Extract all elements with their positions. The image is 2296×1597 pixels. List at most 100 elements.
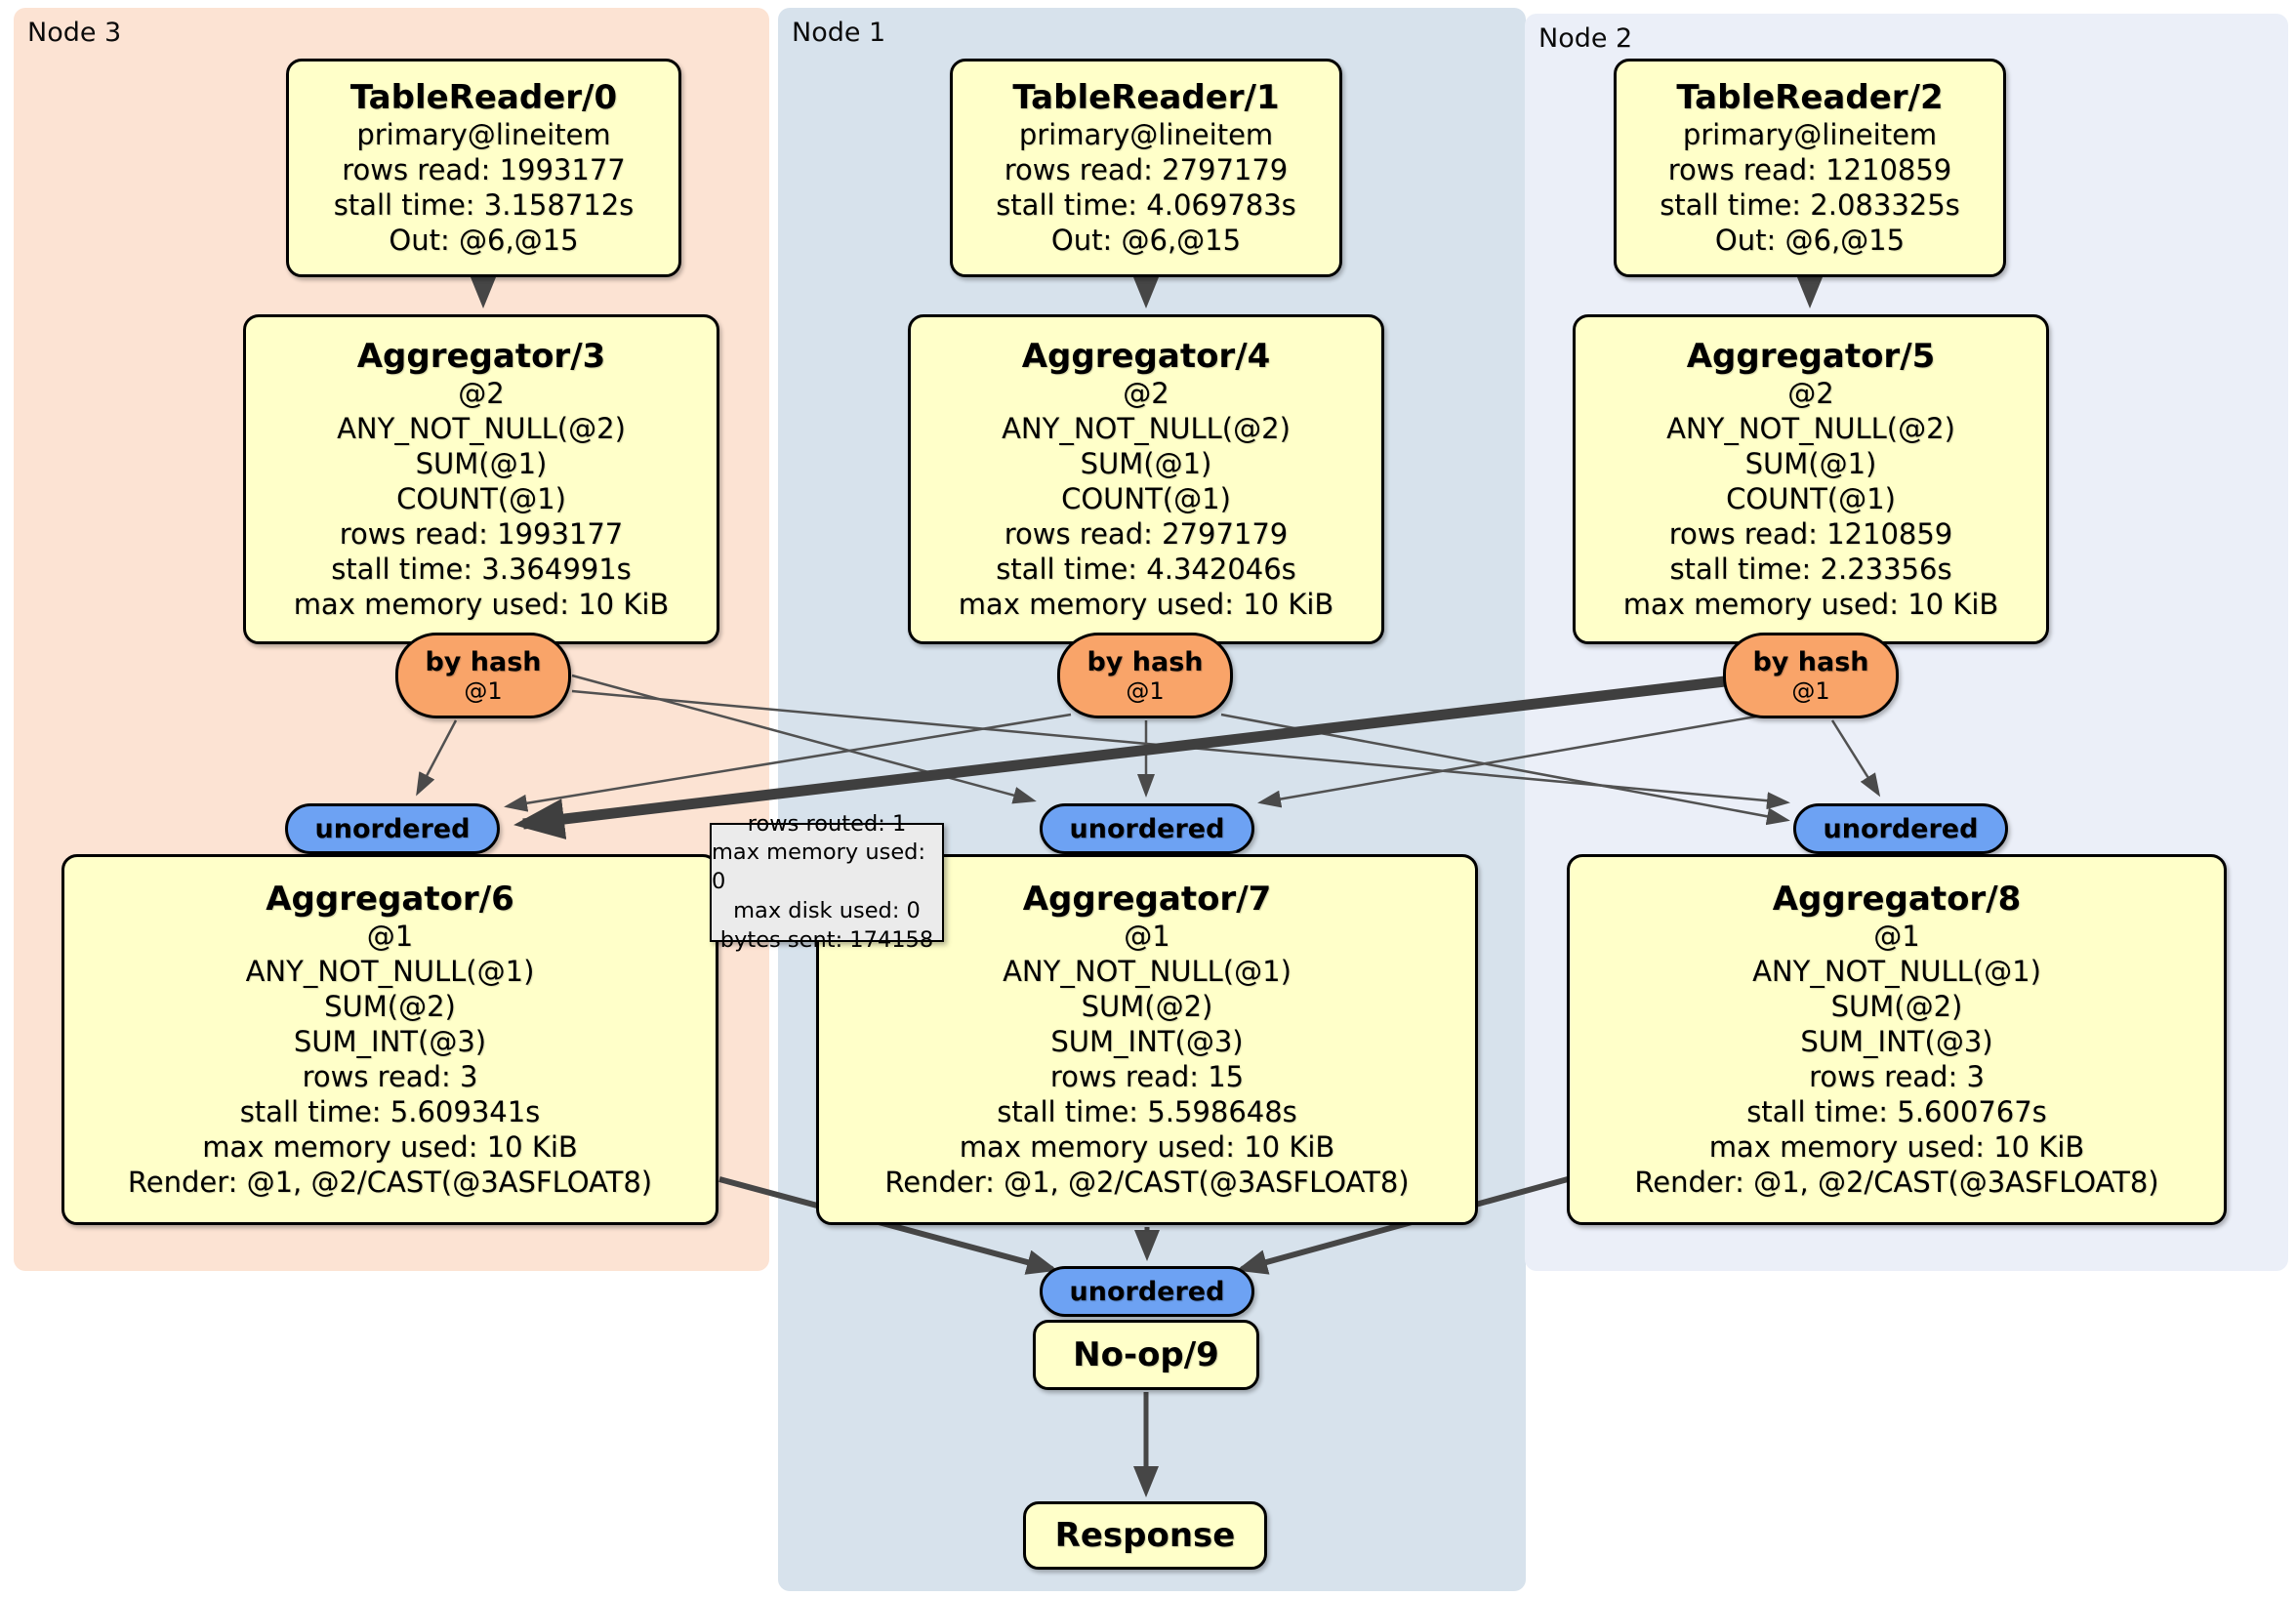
node-detail: max memory used: 10 KiB (1622, 588, 1999, 622)
router-label: by hash (1752, 646, 1869, 677)
edge-hash5-unordered8[interactable] (1830, 719, 1881, 798)
node-detail: ANY_NOT_NULL(@2) (1666, 412, 1955, 446)
node-detail: max memory used: 10 KiB (1708, 1130, 2085, 1165)
edge-stats-tooltip: rows routed: 1 max memory used: 0 max di… (710, 811, 944, 953)
node-detail: @2 (458, 377, 505, 411)
node-tablereader-2[interactable]: TableReader/2 primary@lineitem rows read… (1614, 59, 2006, 277)
node-detail: rows read: 2797179 (1004, 517, 1289, 552)
node-aggregator-8[interactable]: Aggregator/8 @1 ANY_NOT_NULL(@1) SUM(@2)… (1567, 854, 2227, 1225)
router-by-hash-4[interactable]: by hash @1 (1057, 633, 1233, 718)
router-sub: @1 (464, 676, 503, 705)
node-detail: @2 (1787, 377, 1834, 411)
node-aggregator-5[interactable]: Aggregator/5 @2 ANY_NOT_NULL(@2) SUM(@1)… (1573, 314, 2049, 644)
node-detail: SUM(@2) (1081, 990, 1213, 1024)
edge-hash3-unordered6[interactable] (416, 719, 458, 797)
node-detail: Render: @1, @2/CAST(@3ASFLOAT8) (127, 1166, 653, 1200)
node-detail: max memory used: 10 KiB (202, 1130, 578, 1165)
node-detail: COUNT(@1) (1061, 482, 1231, 516)
node-aggregator-4[interactable]: Aggregator/4 @2 ANY_NOT_NULL(@2) SUM(@1)… (908, 314, 1384, 644)
node-detail: SUM(@1) (1080, 447, 1212, 481)
router-label: by hash (1086, 646, 1204, 677)
node-detail: @1 (1124, 920, 1170, 954)
node-detail: stall time: 5.609341s (239, 1095, 541, 1129)
node-detail: ANY_NOT_NULL(@1) (245, 955, 535, 989)
node-detail: primary@lineitem (356, 118, 611, 152)
node-detail: stall time: 4.069783s (996, 188, 1296, 223)
node-detail: rows read: 3 (1809, 1060, 1985, 1094)
sync-unordered-agg6[interactable]: unordered (285, 803, 500, 854)
sync-unordered-noop[interactable]: unordered (1040, 1266, 1254, 1317)
node-detail: rows read: 1993177 (342, 153, 626, 187)
node-detail: COUNT(@1) (1726, 482, 1896, 516)
node-detail: stall time: 5.600767s (1746, 1095, 2047, 1129)
router-label: unordered (1069, 813, 1225, 844)
node-detail: SUM_INT(@3) (1050, 1025, 1244, 1059)
node-detail: COUNT(@1) (396, 482, 566, 516)
node-detail: stall time: 5.598648s (997, 1095, 1297, 1129)
node-detail: Render: @1, @2/CAST(@3ASFLOAT8) (1634, 1166, 2159, 1200)
node-response[interactable]: Response (1023, 1501, 1267, 1570)
node-tablereader-1[interactable]: TableReader/1 primary@lineitem rows read… (950, 59, 1342, 277)
node-detail: max memory used: 10 KiB (958, 588, 1334, 622)
node-detail: stall time: 2.083325s (1660, 188, 1960, 223)
tooltip-line: max memory used: 0 (712, 839, 926, 895)
node-title: TableReader/2 (1676, 77, 1944, 117)
router-label: unordered (314, 813, 471, 844)
router-sub: @1 (1126, 676, 1165, 705)
node-detail: SUM(@2) (324, 990, 456, 1024)
node-aggregator-7[interactable]: Aggregator/7 @1 ANY_NOT_NULL(@1) SUM(@2)… (816, 854, 1478, 1225)
sync-unordered-agg7[interactable]: unordered (1040, 803, 1254, 854)
node-detail: rows read: 1993177 (339, 517, 624, 552)
node-detail: @1 (366, 920, 414, 954)
node-noop-9[interactable]: No-op/9 (1033, 1320, 1259, 1390)
node-detail: stall time: 2.23356s (1669, 553, 1952, 587)
router-label: unordered (1823, 813, 1979, 844)
router-by-hash-3[interactable]: by hash @1 (395, 633, 571, 718)
node-detail: stall time: 3.364991s (331, 553, 632, 587)
node-detail: @2 (1123, 377, 1169, 411)
node-detail: primary@lineitem (1018, 118, 1274, 152)
node-detail: max memory used: 10 KiB (293, 588, 670, 622)
node-aggregator-6[interactable]: Aggregator/6 @1 ANY_NOT_NULL(@1) SUM(@2)… (62, 854, 718, 1225)
node-title: Aggregator/3 (356, 336, 606, 376)
node-detail: @1 (1873, 920, 1920, 954)
router-label: by hash (425, 646, 542, 677)
node-detail: Out: @6,@15 (389, 224, 579, 258)
node-title: Aggregator/7 (1022, 879, 1272, 919)
node-title: No-op/9 (1073, 1334, 1219, 1374)
node-title: TableReader/1 (1012, 77, 1280, 117)
panel-node1-label: Node 1 (792, 18, 886, 48)
edge-hash5-unordered7[interactable] (1257, 715, 1757, 808)
node-tablereader-0[interactable]: TableReader/0 primary@lineitem rows read… (286, 59, 681, 277)
node-title: Aggregator/6 (266, 879, 514, 919)
node-detail: ANY_NOT_NULL(@2) (1002, 412, 1291, 446)
node-title: Aggregator/4 (1021, 336, 1271, 376)
edge-hash3-unordered7[interactable] (571, 674, 1037, 804)
node-detail: Out: @6,@15 (1050, 224, 1242, 258)
router-by-hash-5[interactable]: by hash @1 (1723, 633, 1899, 718)
node-title: Aggregator/8 (1772, 879, 2022, 919)
tooltip-line: rows routed: 1 (747, 810, 907, 837)
node-detail: ANY_NOT_NULL(@2) (337, 412, 626, 446)
node-detail: ANY_NOT_NULL(@1) (1003, 955, 1292, 989)
node-detail: rows read: 1210859 (1667, 153, 1952, 187)
node-detail: SUM_INT(@3) (1800, 1025, 1993, 1059)
node-title: Aggregator/5 (1686, 336, 1936, 376)
panel-node2-label: Node 2 (1538, 23, 1633, 54)
node-detail: rows read: 3 (302, 1060, 478, 1094)
node-detail: primary@lineitem (1682, 118, 1938, 152)
edge-hash4-unordered6[interactable] (504, 713, 1072, 812)
router-label: unordered (1069, 1276, 1225, 1307)
node-detail: rows read: 15 (1049, 1060, 1245, 1094)
edge-hash5-unordered6-highlighted[interactable] (513, 676, 1726, 839)
panel-node3-label: Node 3 (27, 18, 122, 48)
node-detail: stall time: 3.158712s (333, 188, 635, 223)
node-aggregator-3[interactable]: Aggregator/3 @2 ANY_NOT_NULL(@2) SUM(@1)… (243, 314, 719, 644)
node-title: TableReader/0 (349, 77, 618, 117)
tooltip-line: bytes sent: 174158 (719, 926, 934, 953)
tooltip-line: max disk used: 0 (733, 897, 921, 923)
node-detail: ANY_NOT_NULL(@1) (1752, 955, 2041, 989)
node-detail: SUM(@1) (1744, 447, 1877, 481)
node-detail: max memory used: 10 KiB (959, 1130, 1335, 1165)
sync-unordered-agg8[interactable]: unordered (1793, 803, 2008, 854)
